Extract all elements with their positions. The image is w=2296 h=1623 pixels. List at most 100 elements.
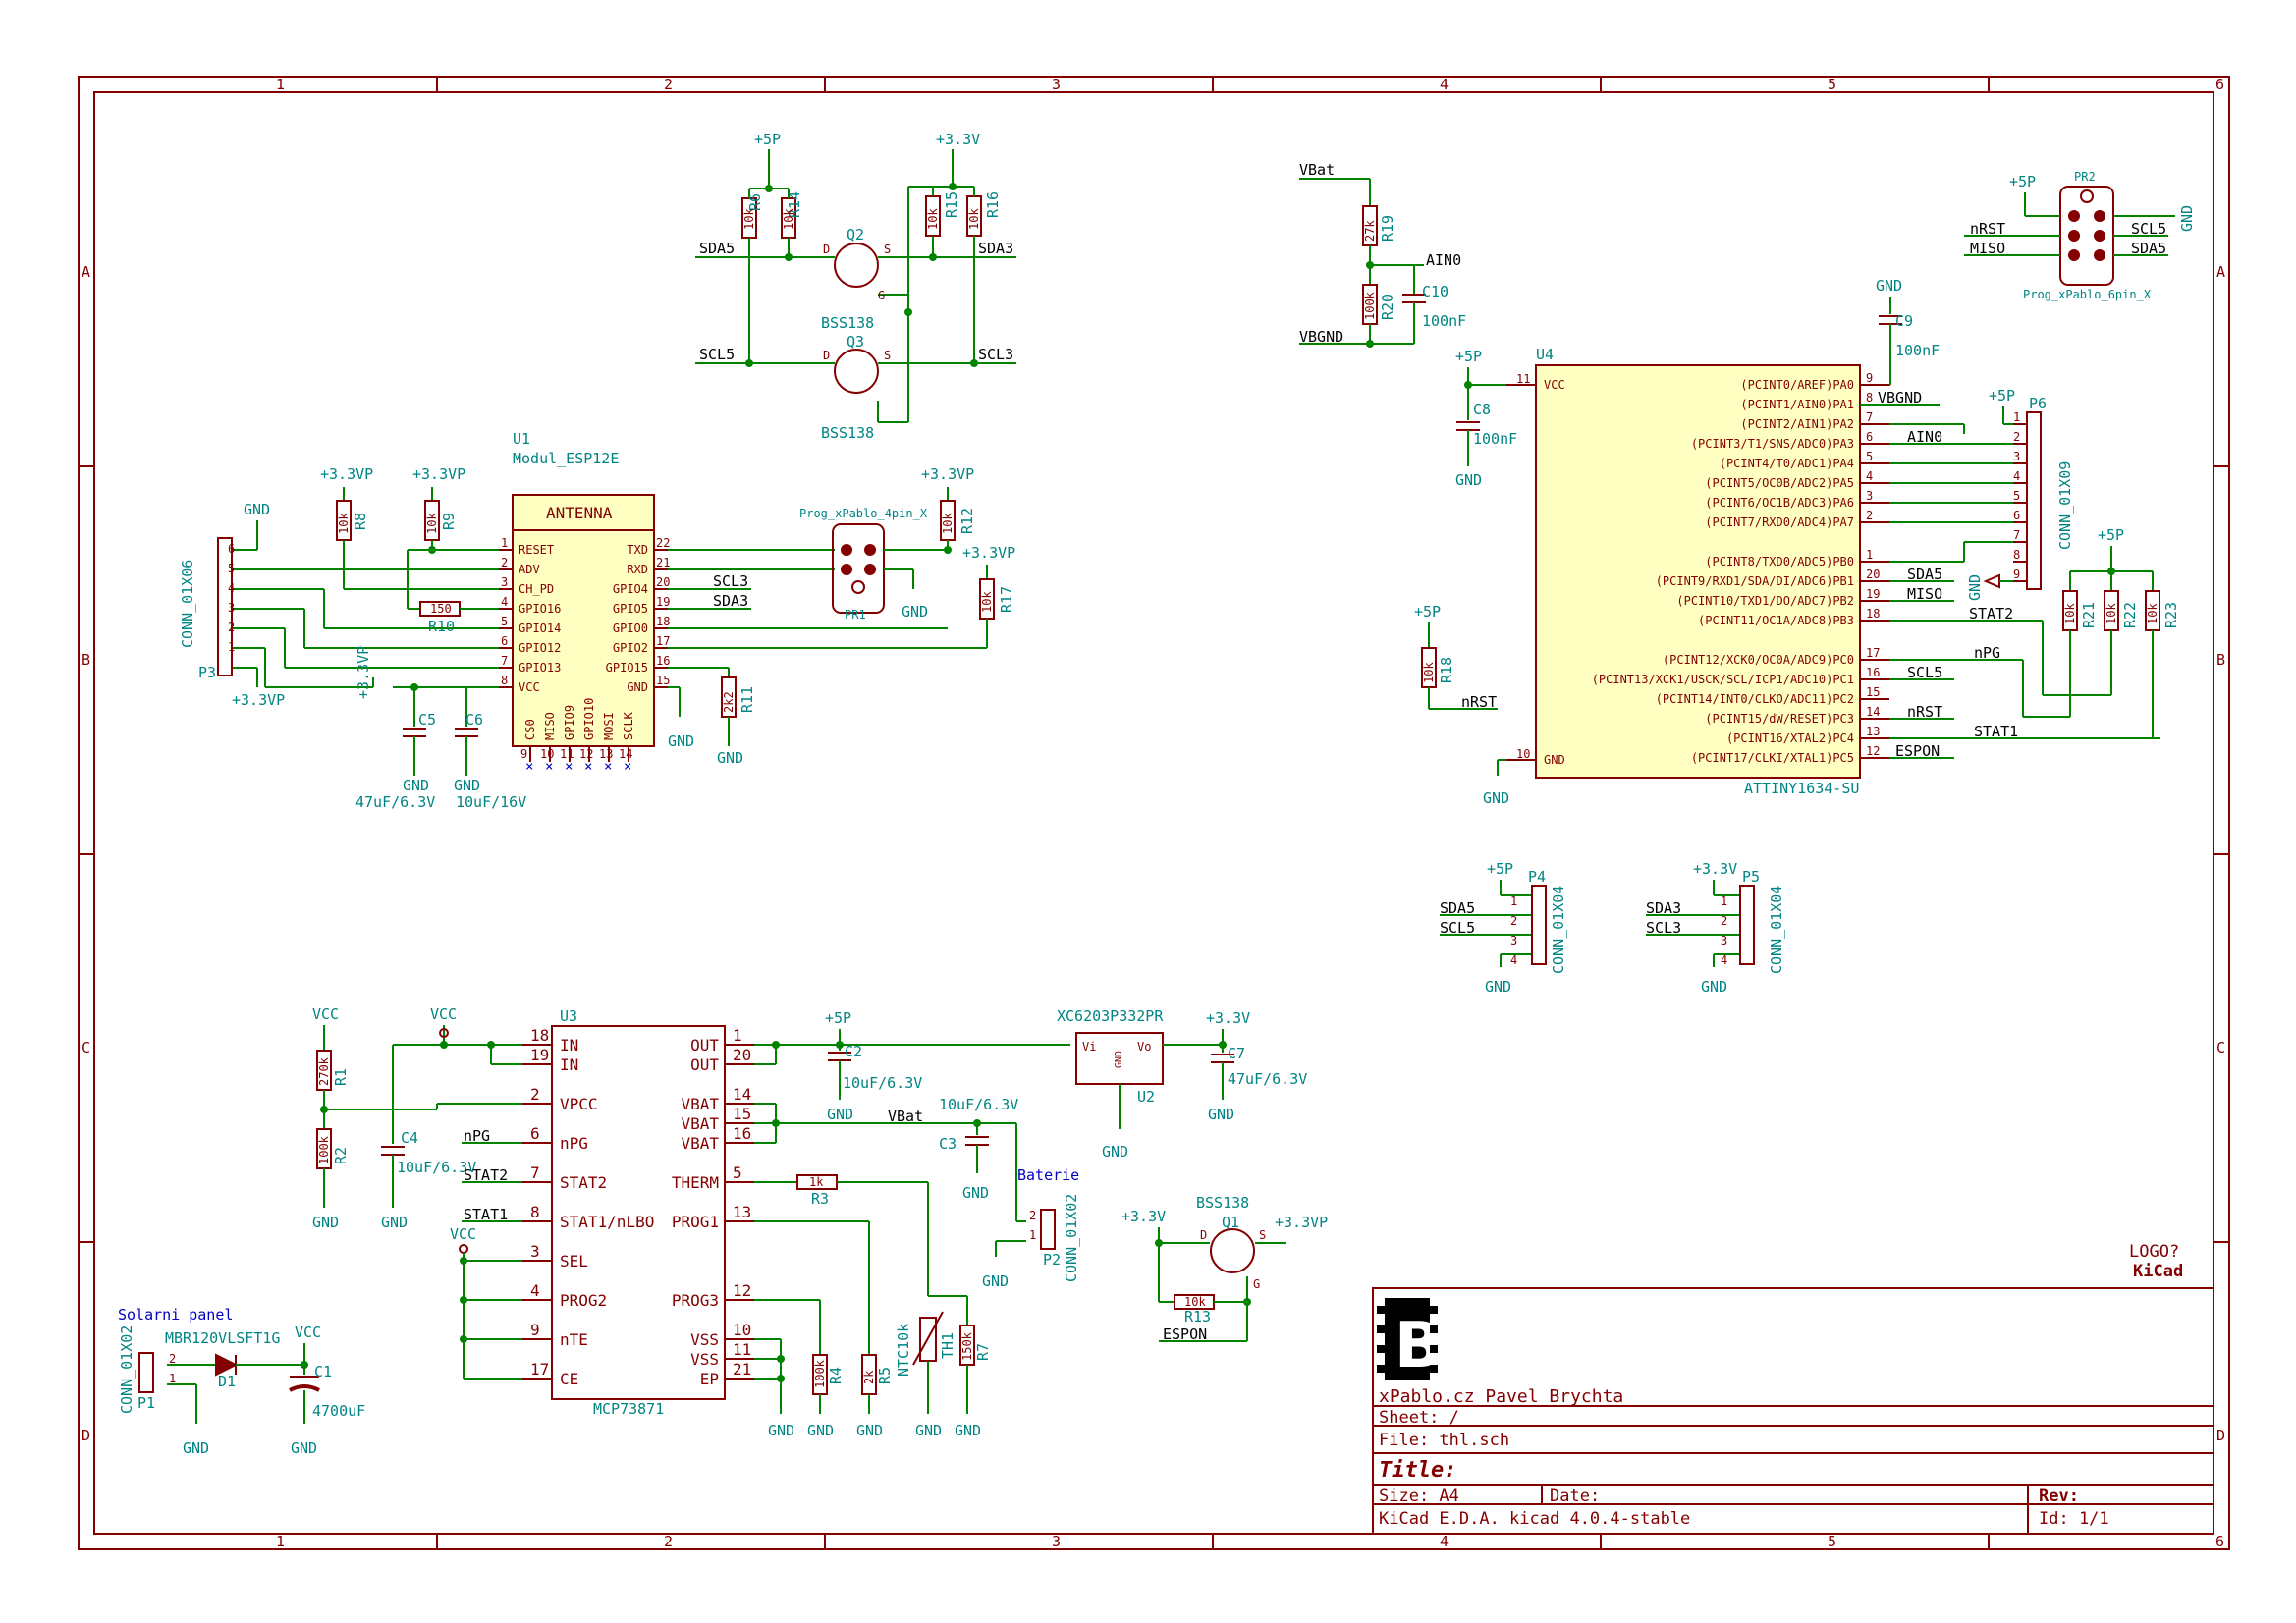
u1-pin-label: TXD <box>627 543 648 557</box>
zone-row-c-r: C <box>2216 1039 2225 1056</box>
u1-pin-label: GPIO2 <box>613 641 648 655</box>
svg-text:S: S <box>884 349 891 362</box>
svg-text:nPG: nPG <box>464 1127 490 1145</box>
u3-pin-num: 5 <box>733 1163 742 1182</box>
u1-pin-num: 17 <box>656 634 670 648</box>
u4-pin-num: 4 <box>1866 469 1873 483</box>
svg-text:GND: GND <box>902 603 928 621</box>
svg-text:1: 1 <box>169 1372 176 1385</box>
svg-text:C10: C10 <box>1422 283 1449 300</box>
u3-pin-label: nTE <box>560 1330 588 1349</box>
svg-text:CONN_01X04: CONN_01X04 <box>1550 886 1567 974</box>
svg-text:1: 1 <box>1029 1228 1036 1242</box>
vbat-divider: VBat 27k R19 AIN0 100k R20 C10 100nF VBG… <box>1299 161 1466 348</box>
u4-pin-num: 9 <box>1866 371 1873 385</box>
u4-pin-label: (PCINT0/AREF)PA0 <box>1740 378 1854 392</box>
svg-text:ATTINY1634-SU: ATTINY1634-SU <box>1744 780 1859 797</box>
svg-text:R23: R23 <box>2162 602 2180 628</box>
r6-ref: R6 <box>746 193 764 211</box>
svg-text:R20: R20 <box>1379 294 1396 320</box>
u1-pin-label: GPIO15 <box>606 661 648 675</box>
svg-text:R10: R10 <box>428 618 455 635</box>
svg-text:P2: P2 <box>1043 1251 1061 1269</box>
svg-text:GND: GND <box>955 1422 981 1439</box>
p6-pin-num: 2 <box>2013 430 2020 444</box>
pr2-programmer: PR2 Prog_xPablo_6pin_X +5P GND nRST MISO… <box>1964 170 2196 301</box>
logo-note: LOGO? <box>2129 1242 2179 1262</box>
u1-pin-label: CH_PD <box>519 582 554 596</box>
zone-row-d-r: D <box>2216 1427 2225 1444</box>
zone-col-6b: 6 <box>2215 1533 2224 1550</box>
svg-text:10k: 10k <box>980 591 994 613</box>
svg-text:STAT1: STAT1 <box>1974 723 2018 740</box>
svg-text:3: 3 <box>228 601 235 615</box>
svg-text:nRST: nRST <box>1907 703 1942 721</box>
u4-attiny: U4 ATTINY1634-SU VCC GND 11 10 9(PCINT0/… <box>1506 346 1889 797</box>
u1-pin-label: GPIO0 <box>613 622 648 635</box>
svg-text:SDA5: SDA5 <box>2131 240 2166 257</box>
u3-pin-num: 11 <box>733 1340 751 1359</box>
svg-text:10: 10 <box>1516 747 1530 761</box>
u1-pin-num: 21 <box>656 556 670 569</box>
svg-text:SCL5: SCL5 <box>1440 919 1475 937</box>
u3-pin-label: VSS <box>690 1350 719 1369</box>
svg-text:4: 4 <box>1510 953 1517 967</box>
svg-text:10k: 10k <box>1422 662 1436 683</box>
svg-text:GND: GND <box>827 1106 853 1123</box>
svg-text:GND: GND <box>982 1272 1009 1290</box>
svg-text:nRST: nRST <box>1970 220 2005 238</box>
svg-text:GND: GND <box>454 777 480 794</box>
zone-row-c: C <box>82 1039 90 1056</box>
svg-text:C3: C3 <box>939 1135 957 1153</box>
u1-pin-num: 13 <box>599 747 613 761</box>
svg-text:3: 3 <box>1510 934 1517 947</box>
u3-pin-num: 21 <box>733 1360 751 1379</box>
u1-pin-label: GPIO4 <box>613 582 648 596</box>
sheet-frame <box>78 76 2230 1550</box>
u3-pin-num: 8 <box>530 1203 540 1221</box>
svg-text:SCL5: SCL5 <box>2131 220 2166 238</box>
svg-text:270k: 270k <box>317 1056 331 1086</box>
svg-text:+5P: +5P <box>1455 348 1482 365</box>
svg-text:10k: 10k <box>425 513 439 534</box>
u3-pin-num: 18 <box>530 1026 549 1045</box>
svg-text:G: G <box>878 289 885 302</box>
u1-pin-label: RXD <box>627 563 648 576</box>
svg-text:CONN_01X06: CONN_01X06 <box>179 560 196 648</box>
svg-text:5: 5 <box>228 562 235 575</box>
svg-text:XC6203P332PR: XC6203P332PR <box>1057 1007 1164 1025</box>
u3-pin-label: PROG3 <box>672 1291 719 1310</box>
u3-pin-label: THERM <box>672 1173 719 1192</box>
svg-text:U3: U3 <box>560 1007 577 1025</box>
svg-text:1k: 1k <box>809 1175 824 1189</box>
u1-pin-label: GPIO12 <box>519 641 561 655</box>
svg-text:6: 6 <box>228 542 235 556</box>
u1-pin-num: 12 <box>579 747 593 761</box>
svg-text:SDA5: SDA5 <box>699 240 735 257</box>
u1-pin-num: 16 <box>656 654 670 668</box>
u3-pin-label: nPG <box>560 1134 588 1153</box>
svg-text:MISO: MISO <box>1907 585 1942 603</box>
p4-p5-connectors: +5P SDA5 SCL5 GND P4 CONN_01X04 12 34 +3… <box>1440 860 1785 996</box>
tb-id: Id: 1/1 <box>2039 1509 2109 1529</box>
u3-pin-label: PROG2 <box>560 1291 607 1310</box>
svg-text:+5P: +5P <box>825 1009 851 1027</box>
u4-pin-num: 18 <box>1866 607 1880 621</box>
zone-col-5: 5 <box>1828 76 1836 93</box>
svg-text:10k: 10k <box>926 208 940 230</box>
u3-pin-num: 19 <box>530 1046 549 1064</box>
svg-text:+3.3VP: +3.3VP <box>921 465 974 483</box>
svg-text:VBGND: VBGND <box>1299 328 1343 346</box>
svg-text:Modul_ESP12E: Modul_ESP12E <box>513 450 619 467</box>
u3-pin-num: 4 <box>530 1281 540 1300</box>
svg-text:AIN0: AIN0 <box>1907 428 1942 446</box>
svg-text:Prog_xPablo_4pin_X: Prog_xPablo_4pin_X <box>799 507 928 520</box>
svg-text:2: 2 <box>1510 914 1517 928</box>
u3-pin-num: 1 <box>733 1026 742 1045</box>
svg-text:Vi: Vi <box>1082 1040 1096 1054</box>
svg-text:P5: P5 <box>1742 868 1760 886</box>
u1-pin-label: GPIO5 <box>613 602 648 616</box>
svg-text:GND: GND <box>1102 1143 1128 1161</box>
u4-pin-label: (PCINT14/INT0/CLKO/ADC11)PC2 <box>1656 692 1854 706</box>
